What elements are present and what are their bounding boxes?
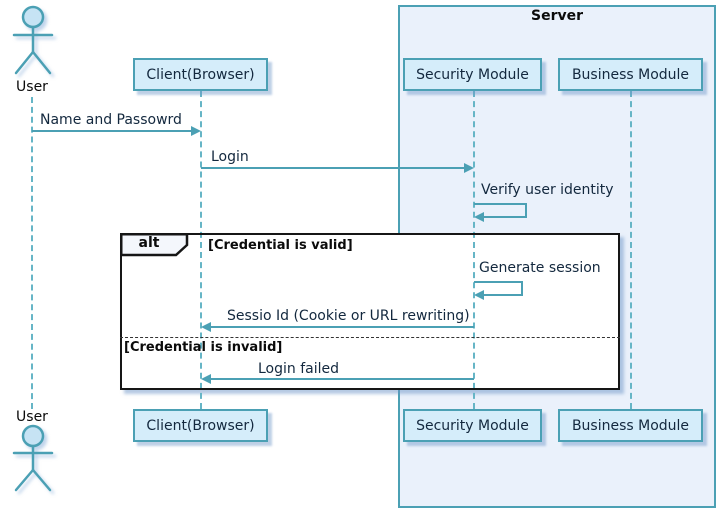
message-label: Sessio Id (Cookie or URL rewriting) (227, 308, 470, 324)
self-message-arrow (474, 281, 523, 283)
arrowhead-icon (201, 322, 211, 332)
participant-business-bottom: Business Module (558, 409, 703, 442)
participant-client-top: Client(Browser) (133, 58, 268, 91)
self-message-arrow (521, 281, 523, 294)
arrowhead-icon (474, 290, 484, 300)
message-label: Name and Passowrd (40, 112, 182, 128)
message-label: Verify user identity (481, 182, 614, 198)
message-arrow (201, 167, 464, 169)
message-label: Login (211, 149, 249, 165)
message-arrow (210, 378, 474, 380)
alt-operator-label: alt (138, 235, 160, 251)
lifeline-business-module (630, 91, 632, 409)
actor-icon (12, 424, 54, 492)
alt-guard-valid: [Credential is valid] (208, 238, 353, 253)
participant-security-top: Security Module (403, 58, 542, 91)
alt-guard-invalid: [Credential is invalid] (124, 340, 283, 355)
message-arrow (32, 130, 191, 132)
alt-frame-background (120, 233, 620, 390)
message-label: Login failed (258, 361, 340, 377)
self-message-arrow (483, 216, 527, 218)
server-boundary-title: Server (530, 8, 583, 24)
arrowhead-icon (464, 163, 474, 173)
actor-label-bottom: User (16, 409, 48, 425)
self-message-arrow (474, 203, 527, 205)
alt-divider (120, 337, 620, 338)
lifeline-user (31, 97, 33, 409)
participant-business-top: Business Module (558, 58, 703, 91)
participant-security-bottom: Security Module (403, 409, 542, 442)
lifeline-client (200, 91, 202, 409)
arrowhead-icon (191, 126, 201, 136)
alt-frame-border (120, 233, 620, 390)
arrowhead-icon (474, 212, 484, 222)
participant-client-bottom: Client(Browser) (133, 409, 268, 442)
arrowhead-icon (201, 374, 211, 384)
self-message-arrow (525, 203, 527, 216)
message-arrow (210, 326, 474, 328)
actor-icon (12, 5, 54, 75)
message-label: Generate session (479, 260, 601, 276)
self-message-arrow (483, 294, 523, 296)
alt-operator-pentagon (120, 233, 189, 257)
actor-label-top: User (16, 79, 48, 95)
lifeline-security-module (473, 91, 475, 409)
